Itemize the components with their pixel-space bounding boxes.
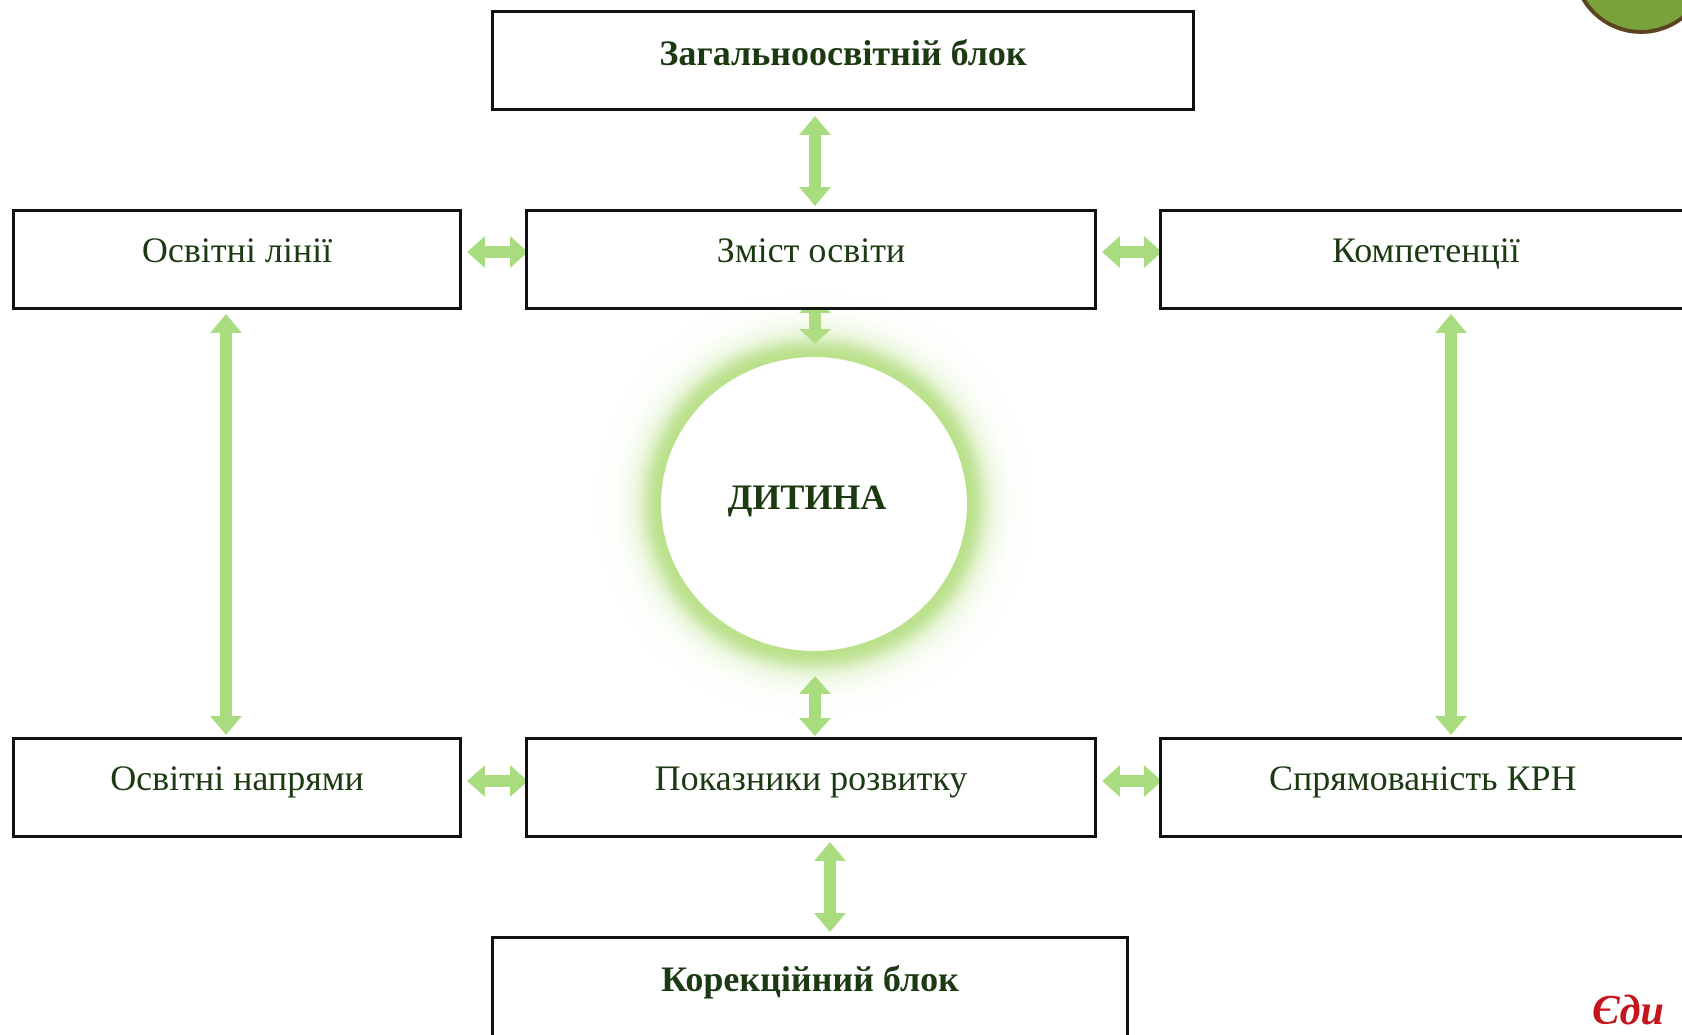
arrow-lines-to-content [467, 236, 528, 268]
education-content-label: Зміст освіти [716, 230, 906, 270]
development-indicators-label: Показники розвитку [654, 758, 968, 798]
educational-directions-box: Освітні напрями [12, 737, 462, 838]
arrow-indicators-to-correction [814, 842, 846, 932]
competences-box: Компетенції [1159, 209, 1682, 310]
correction-block-label: Корекційний блок [661, 959, 959, 999]
arrow-indicators-to-krn [1102, 765, 1162, 797]
general-education-block: Загальноосвітній блок [491, 10, 1195, 111]
arrow-competences-to-krn [1435, 314, 1467, 735]
arrow-lines-to-directions [210, 314, 242, 735]
footer-caption: Єди [1592, 988, 1664, 1034]
general-education-block-label: Загальноосвітній блок [659, 33, 1027, 73]
arrow-directions-to-indicators [467, 765, 528, 797]
krn-orientation-box: Спрямованість КРН [1159, 737, 1682, 838]
krn-orientation-label: Спрямованість КРН [1269, 758, 1577, 798]
competences-label: Компетенції [1332, 230, 1520, 270]
educational-directions-label: Освітні напрями [110, 758, 364, 798]
educational-lines-box: Освітні лінії [12, 209, 462, 310]
arrow-top-to-content [799, 116, 831, 206]
development-indicators-box: Показники розвитку [525, 737, 1097, 838]
child-label: ДИТИНА [727, 477, 887, 517]
child-circle: ДИТИНА [661, 357, 967, 651]
arrow-content-to-competences [1102, 236, 1162, 268]
arrow-child-to-indicators [799, 676, 831, 736]
educational-lines-label: Освітні лінії [141, 230, 333, 270]
logo-icon [1510, 0, 1682, 52]
education-content-box: Зміст освіти [525, 209, 1097, 310]
correction-block: Корекційний блок [491, 936, 1129, 1035]
